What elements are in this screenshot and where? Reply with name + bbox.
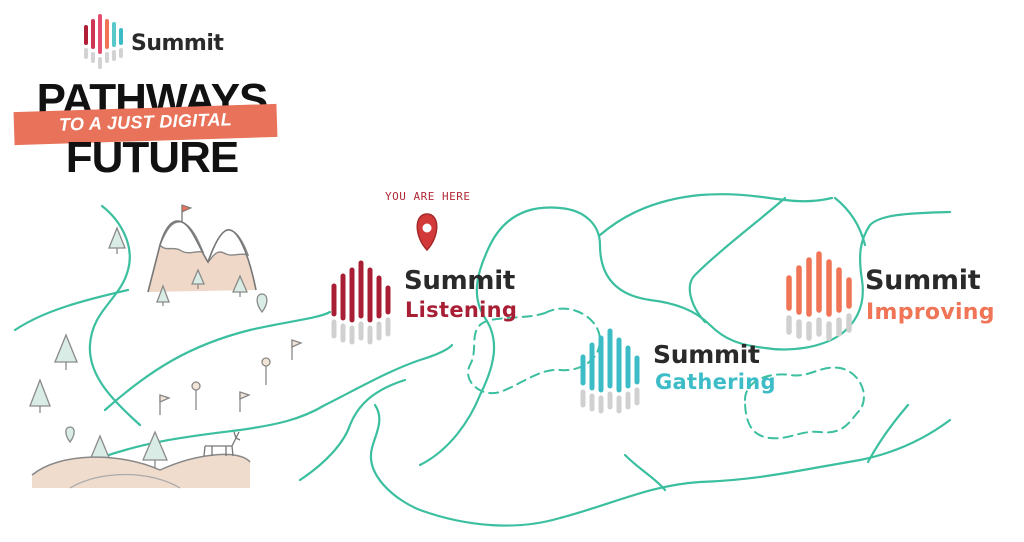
- gathering-label: Gathering: [655, 370, 776, 394]
- deer-icon: [203, 431, 241, 457]
- listening-label: Listening: [405, 298, 518, 322]
- summit-listening-logo-icon: [331, 260, 391, 345]
- improving-summit-word: Summit: [865, 265, 981, 296]
- gathering-summit-word: Summit: [653, 340, 760, 369]
- summit-improving-logo-icon: [786, 251, 852, 341]
- you-are-here-label: YOU ARE HERE: [385, 190, 471, 203]
- tree-icon: [29, 226, 248, 468]
- brand-name: Summit: [131, 31, 224, 56]
- hills-icon: [31, 453, 251, 489]
- you-are-here-pin-icon: [416, 213, 438, 252]
- summit-gathering-logo-icon: [580, 328, 640, 414]
- mountain-icon: [147, 204, 257, 293]
- summit-logo-icon: [84, 14, 123, 69]
- flag-icon: [159, 339, 303, 415]
- location-pin-icon: [65, 293, 268, 444]
- listening-summit-word: Summit: [404, 266, 515, 296]
- improving-label: Improving: [866, 300, 995, 325]
- title-future: FUTURE: [65, 133, 239, 182]
